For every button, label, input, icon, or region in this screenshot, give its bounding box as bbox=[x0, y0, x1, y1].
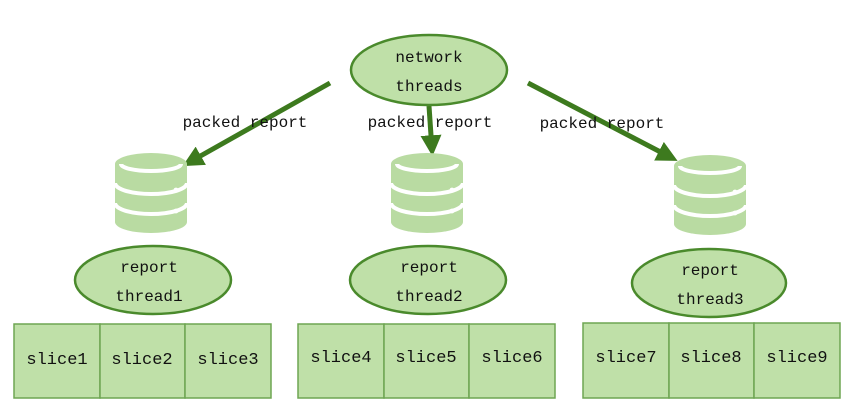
slice-cell bbox=[184, 323, 272, 399]
report-thread-2-line2: thread2 bbox=[395, 288, 462, 306]
slice-group-1: slice1 slice2 slice3 bbox=[13, 323, 272, 399]
slice-cell bbox=[383, 323, 470, 399]
database-icon bbox=[389, 151, 465, 235]
slice-cell bbox=[753, 322, 841, 399]
slice-label: slice1 bbox=[26, 351, 87, 370]
report-thread-1-line1: report bbox=[120, 259, 178, 277]
slice-label: slice9 bbox=[766, 349, 827, 368]
slice-label: slice2 bbox=[111, 351, 172, 370]
report-thread-node-3: report thread3 bbox=[630, 247, 788, 319]
network-threads-node: network threads bbox=[349, 33, 509, 107]
slice-group-3: slice7 slice8 slice9 bbox=[582, 322, 841, 399]
slice-cell bbox=[668, 322, 755, 399]
database-icon bbox=[113, 151, 189, 235]
slice-label: slice7 bbox=[595, 349, 656, 368]
edge-label-1: packed report bbox=[183, 114, 308, 132]
edge-network-to-db3 bbox=[526, 80, 678, 161]
report-thread-3-line1: report bbox=[681, 262, 739, 280]
slice-label: slice3 bbox=[197, 351, 258, 370]
slice-label: slice6 bbox=[481, 349, 542, 368]
database-icon bbox=[672, 153, 748, 237]
edge-network-to-db1 bbox=[182, 80, 332, 167]
network-node-line2: threads bbox=[395, 78, 462, 96]
report-thread-node-2: report thread2 bbox=[348, 244, 508, 316]
edge-label-2: packed report bbox=[368, 114, 493, 132]
slice-cell bbox=[468, 323, 556, 399]
report-thread-2-line1: report bbox=[400, 259, 458, 277]
report-thread-node-1: report thread1 bbox=[73, 244, 233, 316]
network-node-line1: network bbox=[395, 49, 462, 67]
report-thread-3-line2: thread3 bbox=[676, 291, 743, 309]
slice-cell bbox=[13, 323, 101, 399]
slice-cell bbox=[582, 322, 670, 399]
report-thread-1-line2: thread1 bbox=[115, 288, 182, 306]
slice-cell bbox=[297, 323, 385, 399]
edge-label-3: packed report bbox=[540, 115, 665, 133]
edge-network-to-db2 bbox=[420, 105, 442, 157]
slice-label: slice4 bbox=[310, 349, 371, 368]
slice-label: slice5 bbox=[395, 349, 456, 368]
slice-label: slice8 bbox=[680, 349, 741, 368]
slice-group-2: slice4 slice5 slice6 bbox=[297, 323, 556, 399]
